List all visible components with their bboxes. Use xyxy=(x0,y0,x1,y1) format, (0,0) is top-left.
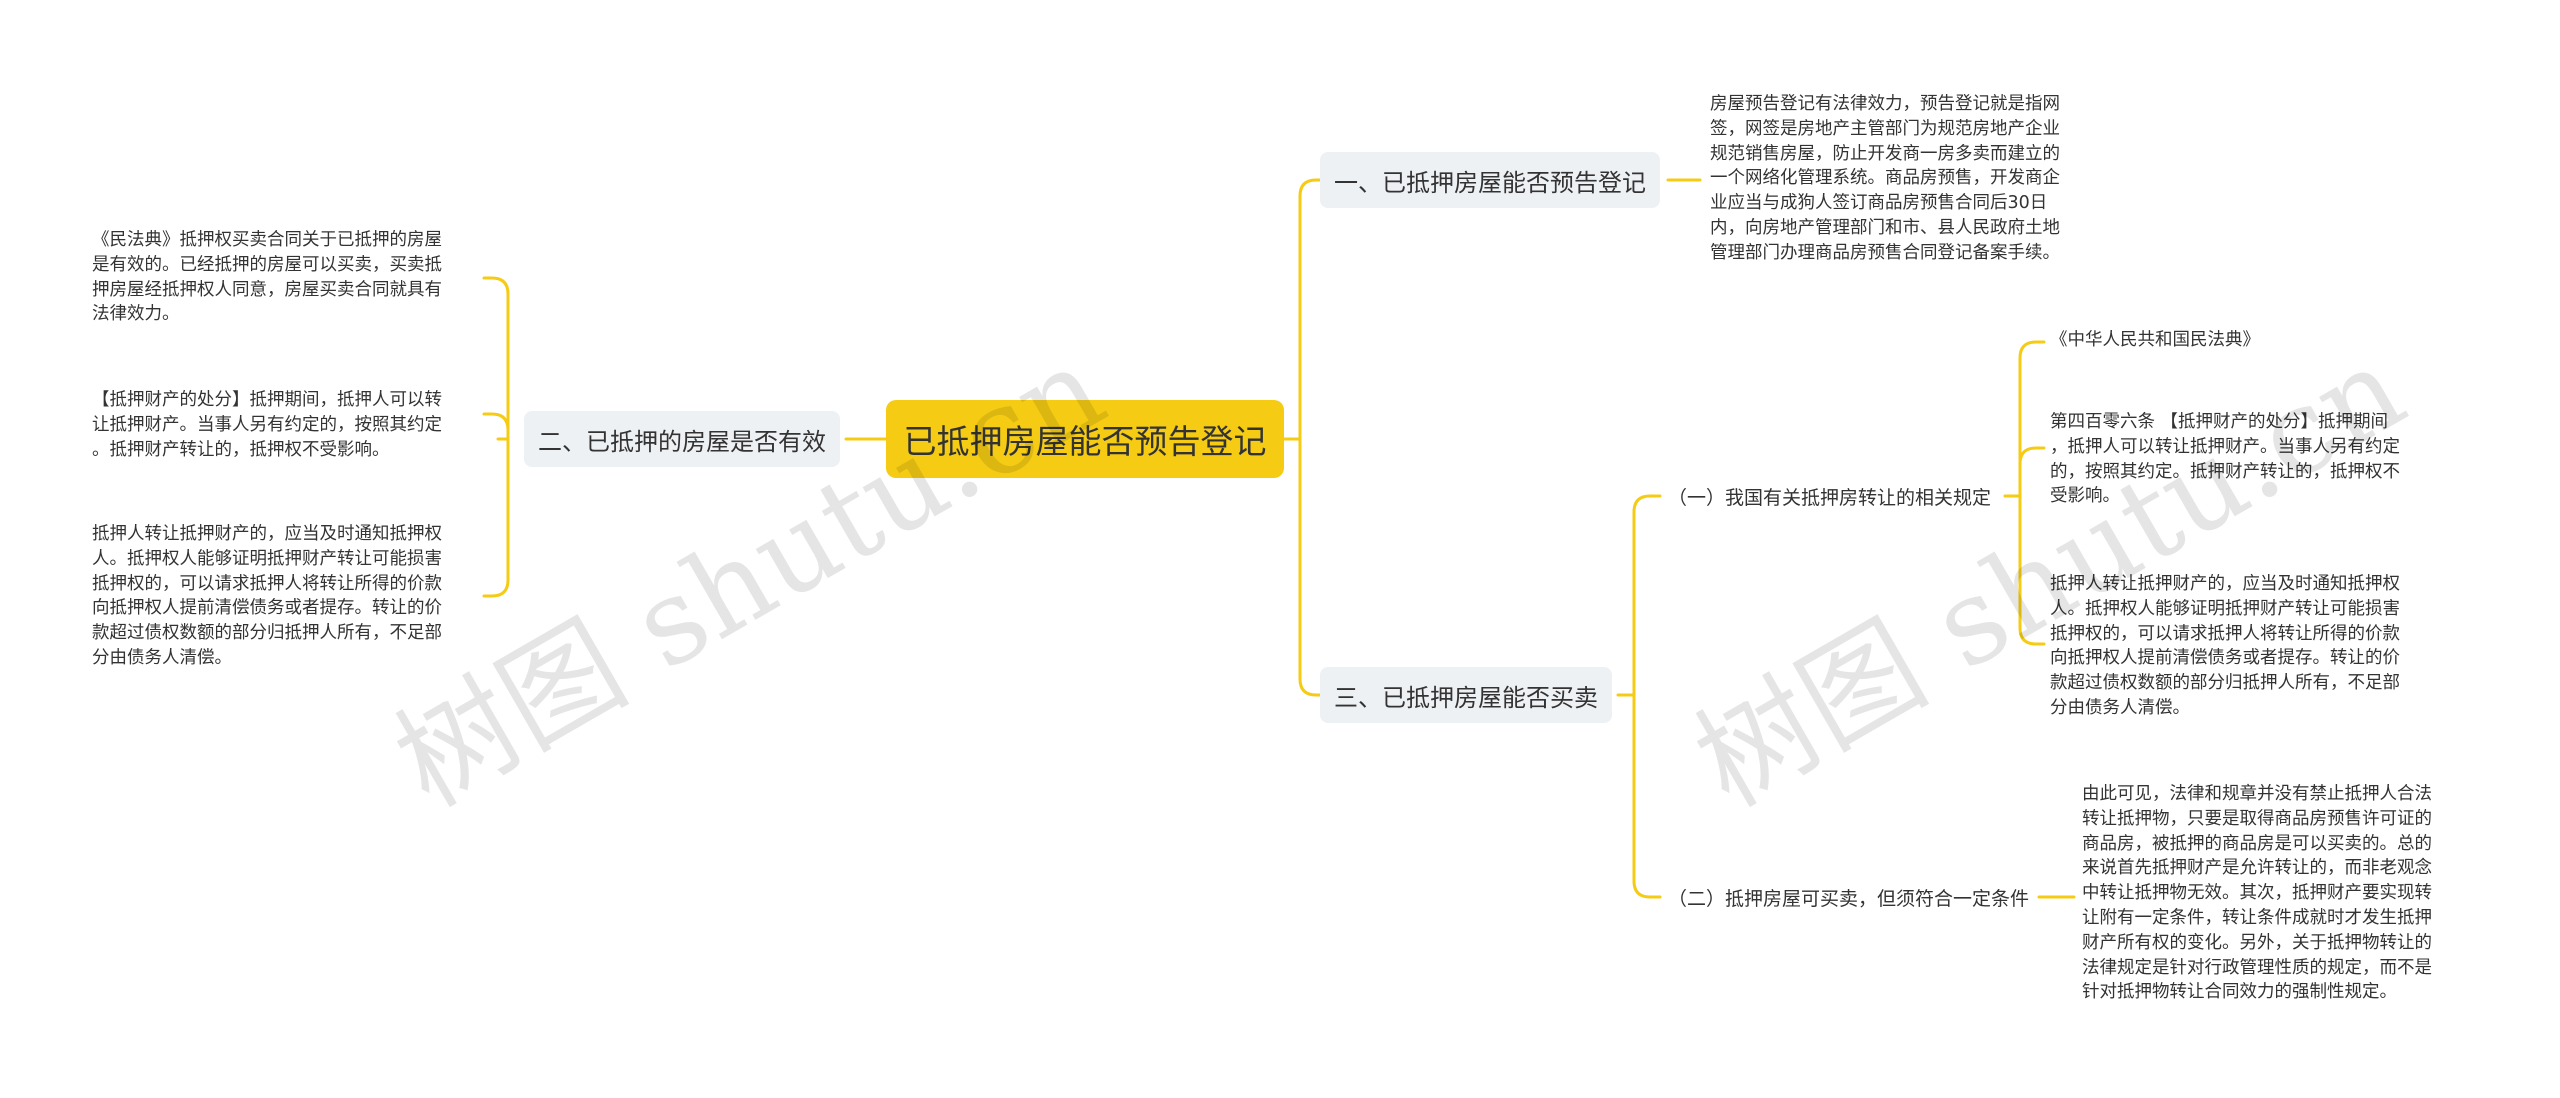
sub-conditions[interactable]: （二）抵押房屋可买卖，但须符合一定条件 xyxy=(1668,884,2029,911)
sub-regulations-label: （一）我国有关抵押房转让的相关规定 xyxy=(1668,487,1992,509)
validity-leaf-civil-code: 《民法典》抵押权买卖合同关于已抵押的房屋 是有效的。已经抵押的房屋可以买卖，买卖… xyxy=(92,230,442,325)
branch-sale[interactable]: 三、已抵押房屋能否买卖 xyxy=(1320,667,1612,723)
conditions-leaf-conclusion: 由此可见，法律和规章并没有禁止抵押人合法 转让抵押物，只要是取得商品房预售许可证… xyxy=(2082,784,2432,1003)
validity-leaf-transfer-notice: 抵押人转让抵押财产的，应当及时通知抵押权 人。抵押权人能够证明抵押财产转让可能损… xyxy=(92,524,442,668)
branch-validity[interactable]: 二、已抵押的房屋是否有效 xyxy=(524,411,840,467)
branch-validity-label: 二、已抵押的房屋是否有效 xyxy=(538,427,826,456)
branch-sale-label: 三、已抵押房屋能否买卖 xyxy=(1334,683,1598,712)
sub-conditions-label: （二）抵押房屋可买卖，但须符合一定条件 xyxy=(1668,888,2030,910)
regulations-leaf-civil-code-title: 《中华人民共和国民法典》 xyxy=(2050,330,2260,350)
root-topic[interactable]: 已抵押房屋能否预告登记 xyxy=(886,400,1284,478)
preregistration-detail-text: 房屋预告登记有法律效力，预告登记就是指网 签，网签是房地产主管部门为规范房地产企… xyxy=(1710,94,2060,263)
branch-preregistration-label: 一、已抵押房屋能否预告登记 xyxy=(1334,168,1646,197)
sub-regulations[interactable]: （一）我国有关抵押房转让的相关规定 xyxy=(1668,483,1991,510)
validity-leaf-disposal: 【抵押财产的处分】抵押期间，抵押人可以转 让抵押财产。当事人另有约定的，按照其约… xyxy=(92,390,442,460)
root-topic-label: 已抵押房屋能否预告登记 xyxy=(903,422,1267,461)
regulations-leaf-article-406: 第四百零六条 【抵押财产的处分】抵押期间 ，抵押人可以转让抵押财产。当事人另有约… xyxy=(2050,412,2400,507)
branch-preregistration[interactable]: 一、已抵押房屋能否预告登记 xyxy=(1320,152,1660,208)
regulations-leaf-transfer-notice: 抵押人转让抵押财产的，应当及时通知抵押权 人。抵押权人能够证明抵押财产转让可能损… xyxy=(2050,574,2400,718)
